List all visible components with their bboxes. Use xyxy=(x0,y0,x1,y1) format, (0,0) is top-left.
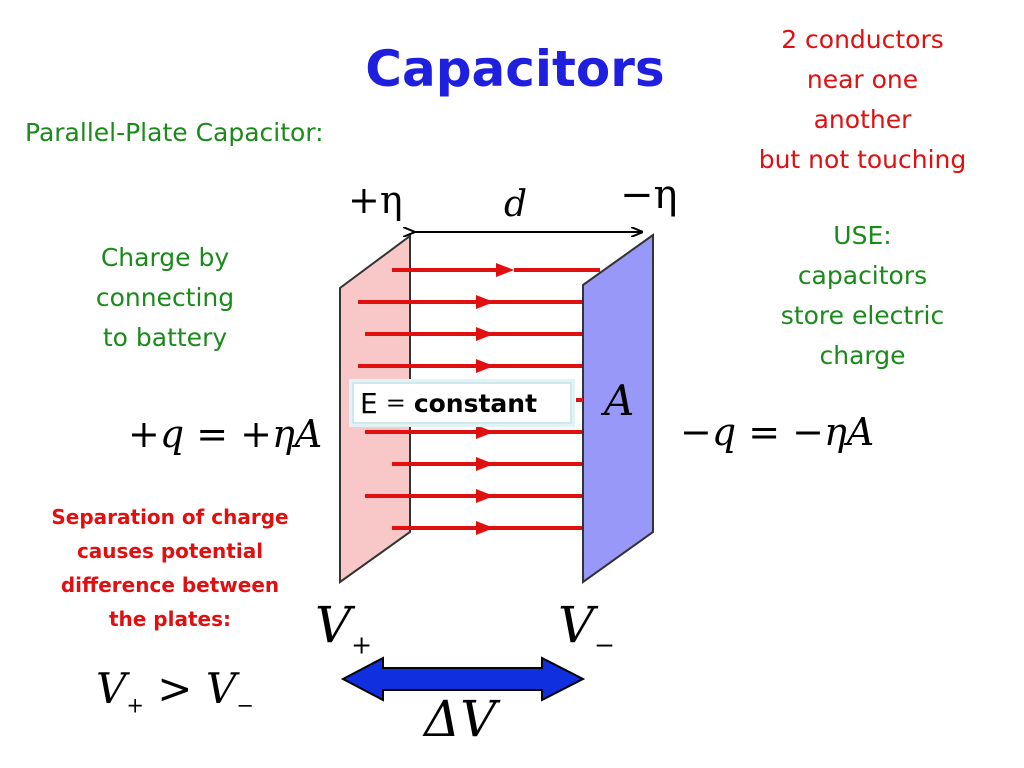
potential-inequality: V+ > V− xyxy=(96,664,254,717)
page-title: Capacitors xyxy=(365,40,665,98)
field-arrowhead xyxy=(476,359,494,373)
v-minus-label: V− xyxy=(558,596,615,659)
use-note-line: USE: xyxy=(833,221,892,250)
use-note-line: capacitors xyxy=(797,261,928,290)
charge-note-line: to battery xyxy=(102,323,228,352)
conductors-note-line: another xyxy=(813,105,912,134)
field-arrowhead xyxy=(476,489,494,503)
conductors-note: 2 conductors near one another but not to… xyxy=(730,20,995,180)
charge-note: Charge by connecting to battery xyxy=(60,238,270,358)
use-note: USE: capacitors store electric charge xyxy=(740,216,985,376)
v-minus-base: V xyxy=(558,596,595,654)
plus-eta-label: +η xyxy=(348,178,403,222)
efield-symbol: E xyxy=(360,386,378,420)
use-note-line: store electric xyxy=(780,301,945,330)
conductors-note-line: but not touching xyxy=(758,145,967,174)
separation-note-line: difference between xyxy=(60,573,280,597)
v-plus-base: V xyxy=(315,596,352,654)
delta-v-label: ΔV xyxy=(424,690,497,748)
minus-eta-label: −η xyxy=(620,172,678,218)
inequality-plus-subscript: + xyxy=(126,693,144,718)
inequality-v-plus: V xyxy=(96,664,127,713)
separation-note-line: Separation of charge xyxy=(51,505,289,529)
conductors-note-line: 2 conductors xyxy=(781,25,944,54)
separation-note-line: causes potential xyxy=(76,539,264,563)
v-plus-label: V+ xyxy=(315,596,372,659)
field-arrowhead xyxy=(476,327,494,341)
delta-v-arrow xyxy=(340,656,586,702)
inequality-minus-subscript: − xyxy=(236,693,254,718)
efield-label-box: E = constant xyxy=(352,382,572,424)
v-minus-subscript: − xyxy=(594,630,616,660)
negative-plate xyxy=(582,233,654,584)
conductors-note-line: near one xyxy=(806,65,919,94)
separation-note-line: the plates: xyxy=(108,607,232,631)
field-lines xyxy=(358,263,600,535)
field-arrowhead xyxy=(476,295,494,309)
field-arrowhead xyxy=(476,521,494,535)
efield-value: constant xyxy=(413,388,538,418)
inequality-operator: > xyxy=(143,664,206,713)
field-arrowhead xyxy=(496,263,514,277)
charge-note-line: Charge by xyxy=(100,243,230,272)
positive-charge-equation: +q = +ηA xyxy=(128,412,323,456)
area-label: A xyxy=(604,376,635,425)
inequality-v-minus: V xyxy=(205,664,237,713)
v-plus-subscript: + xyxy=(351,630,373,660)
distance-label: d xyxy=(504,184,528,225)
separation-note: Separation of charge causes potential di… xyxy=(20,500,320,636)
field-arrowhead xyxy=(476,425,494,439)
efield-equals: = xyxy=(385,389,406,417)
charge-note-line: connecting xyxy=(95,283,235,312)
field-arrowhead xyxy=(476,457,494,471)
use-note-line: charge xyxy=(819,341,906,370)
negative-charge-equation: −q = −ηA xyxy=(680,410,875,454)
subtitle: Parallel-Plate Capacitor: xyxy=(25,118,324,147)
